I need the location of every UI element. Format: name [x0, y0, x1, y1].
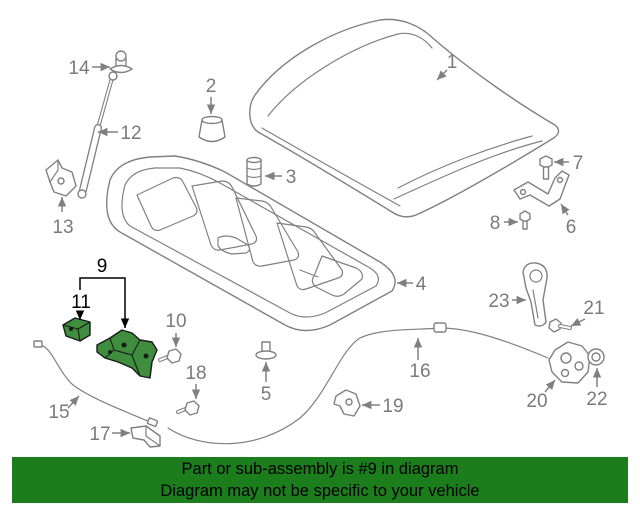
- hood-panel: [249, 18, 560, 218]
- callout-20: 20: [526, 391, 547, 412]
- latch-sub-part-11: [62, 317, 91, 342]
- bolt-8: [519, 210, 531, 230]
- bolt-21: [548, 318, 572, 333]
- hood-support-strut: [77, 71, 118, 199]
- callout-19: 19: [382, 396, 403, 417]
- callout-labels: 1 2 3 4 5 6 7 8 9 10 11 12 13 14 15 16 1…: [48, 52, 607, 445]
- callout-3: 3: [286, 167, 297, 188]
- banner-line-part-number: Part or sub-assembly is #9 in diagram: [181, 460, 459, 478]
- cable-bracket: [333, 389, 361, 417]
- latch-release-handle: [522, 262, 548, 327]
- grommet: [109, 50, 133, 74]
- callout-23: 23: [488, 291, 509, 312]
- strut-bracket: [45, 159, 77, 197]
- callout-15: 15: [48, 402, 69, 423]
- leader-lines: [57, 62, 602, 438]
- hinge-bracket: [513, 170, 570, 207]
- callout-6: 6: [566, 217, 577, 238]
- callout-4: 4: [416, 274, 427, 295]
- nut-22: [587, 348, 605, 366]
- hood-inner-panel: [106, 155, 396, 332]
- callout-14: 14: [68, 58, 90, 79]
- callout-16: 16: [409, 361, 430, 382]
- bolt-7: [539, 155, 553, 180]
- callout-13: 13: [52, 217, 73, 238]
- callout-8: 8: [490, 213, 501, 234]
- callout-12: 12: [120, 123, 141, 144]
- callout-2: 2: [206, 76, 217, 97]
- release-cable-lower: [33, 340, 159, 428]
- latch-assembly-9: [96, 329, 158, 379]
- callout-7: 7: [573, 153, 584, 174]
- callout-5: 5: [261, 384, 272, 405]
- hood-latch: [548, 341, 591, 384]
- release-cable-main: [167, 322, 549, 445]
- bumper-stop: [198, 115, 226, 143]
- push-clip: [255, 341, 277, 360]
- callout-21: 21: [583, 298, 604, 319]
- hood-parts-diagram: 1 2 3 4 5 6 7 8 9 10 11 12 13 14 15 16 1…: [33, 18, 608, 448]
- diagram-notice-banner: Part or sub-assembly is #9 in diagram Di…: [12, 457, 628, 503]
- callout-22: 22: [586, 389, 607, 410]
- bolt-18: [176, 400, 200, 416]
- cable-clip: [130, 425, 161, 448]
- callout-9: 9: [97, 256, 108, 277]
- callout-11: 11: [71, 292, 91, 313]
- banner-line-disclaimer: Diagram may not be specific to your vehi…: [160, 482, 480, 500]
- callout-18: 18: [185, 363, 206, 384]
- bolt-10: [158, 348, 182, 364]
- callout-1: 1: [447, 52, 458, 73]
- rubber-bumper: [246, 156, 262, 187]
- callout-17: 17: [89, 424, 110, 445]
- callout-10: 10: [165, 311, 186, 332]
